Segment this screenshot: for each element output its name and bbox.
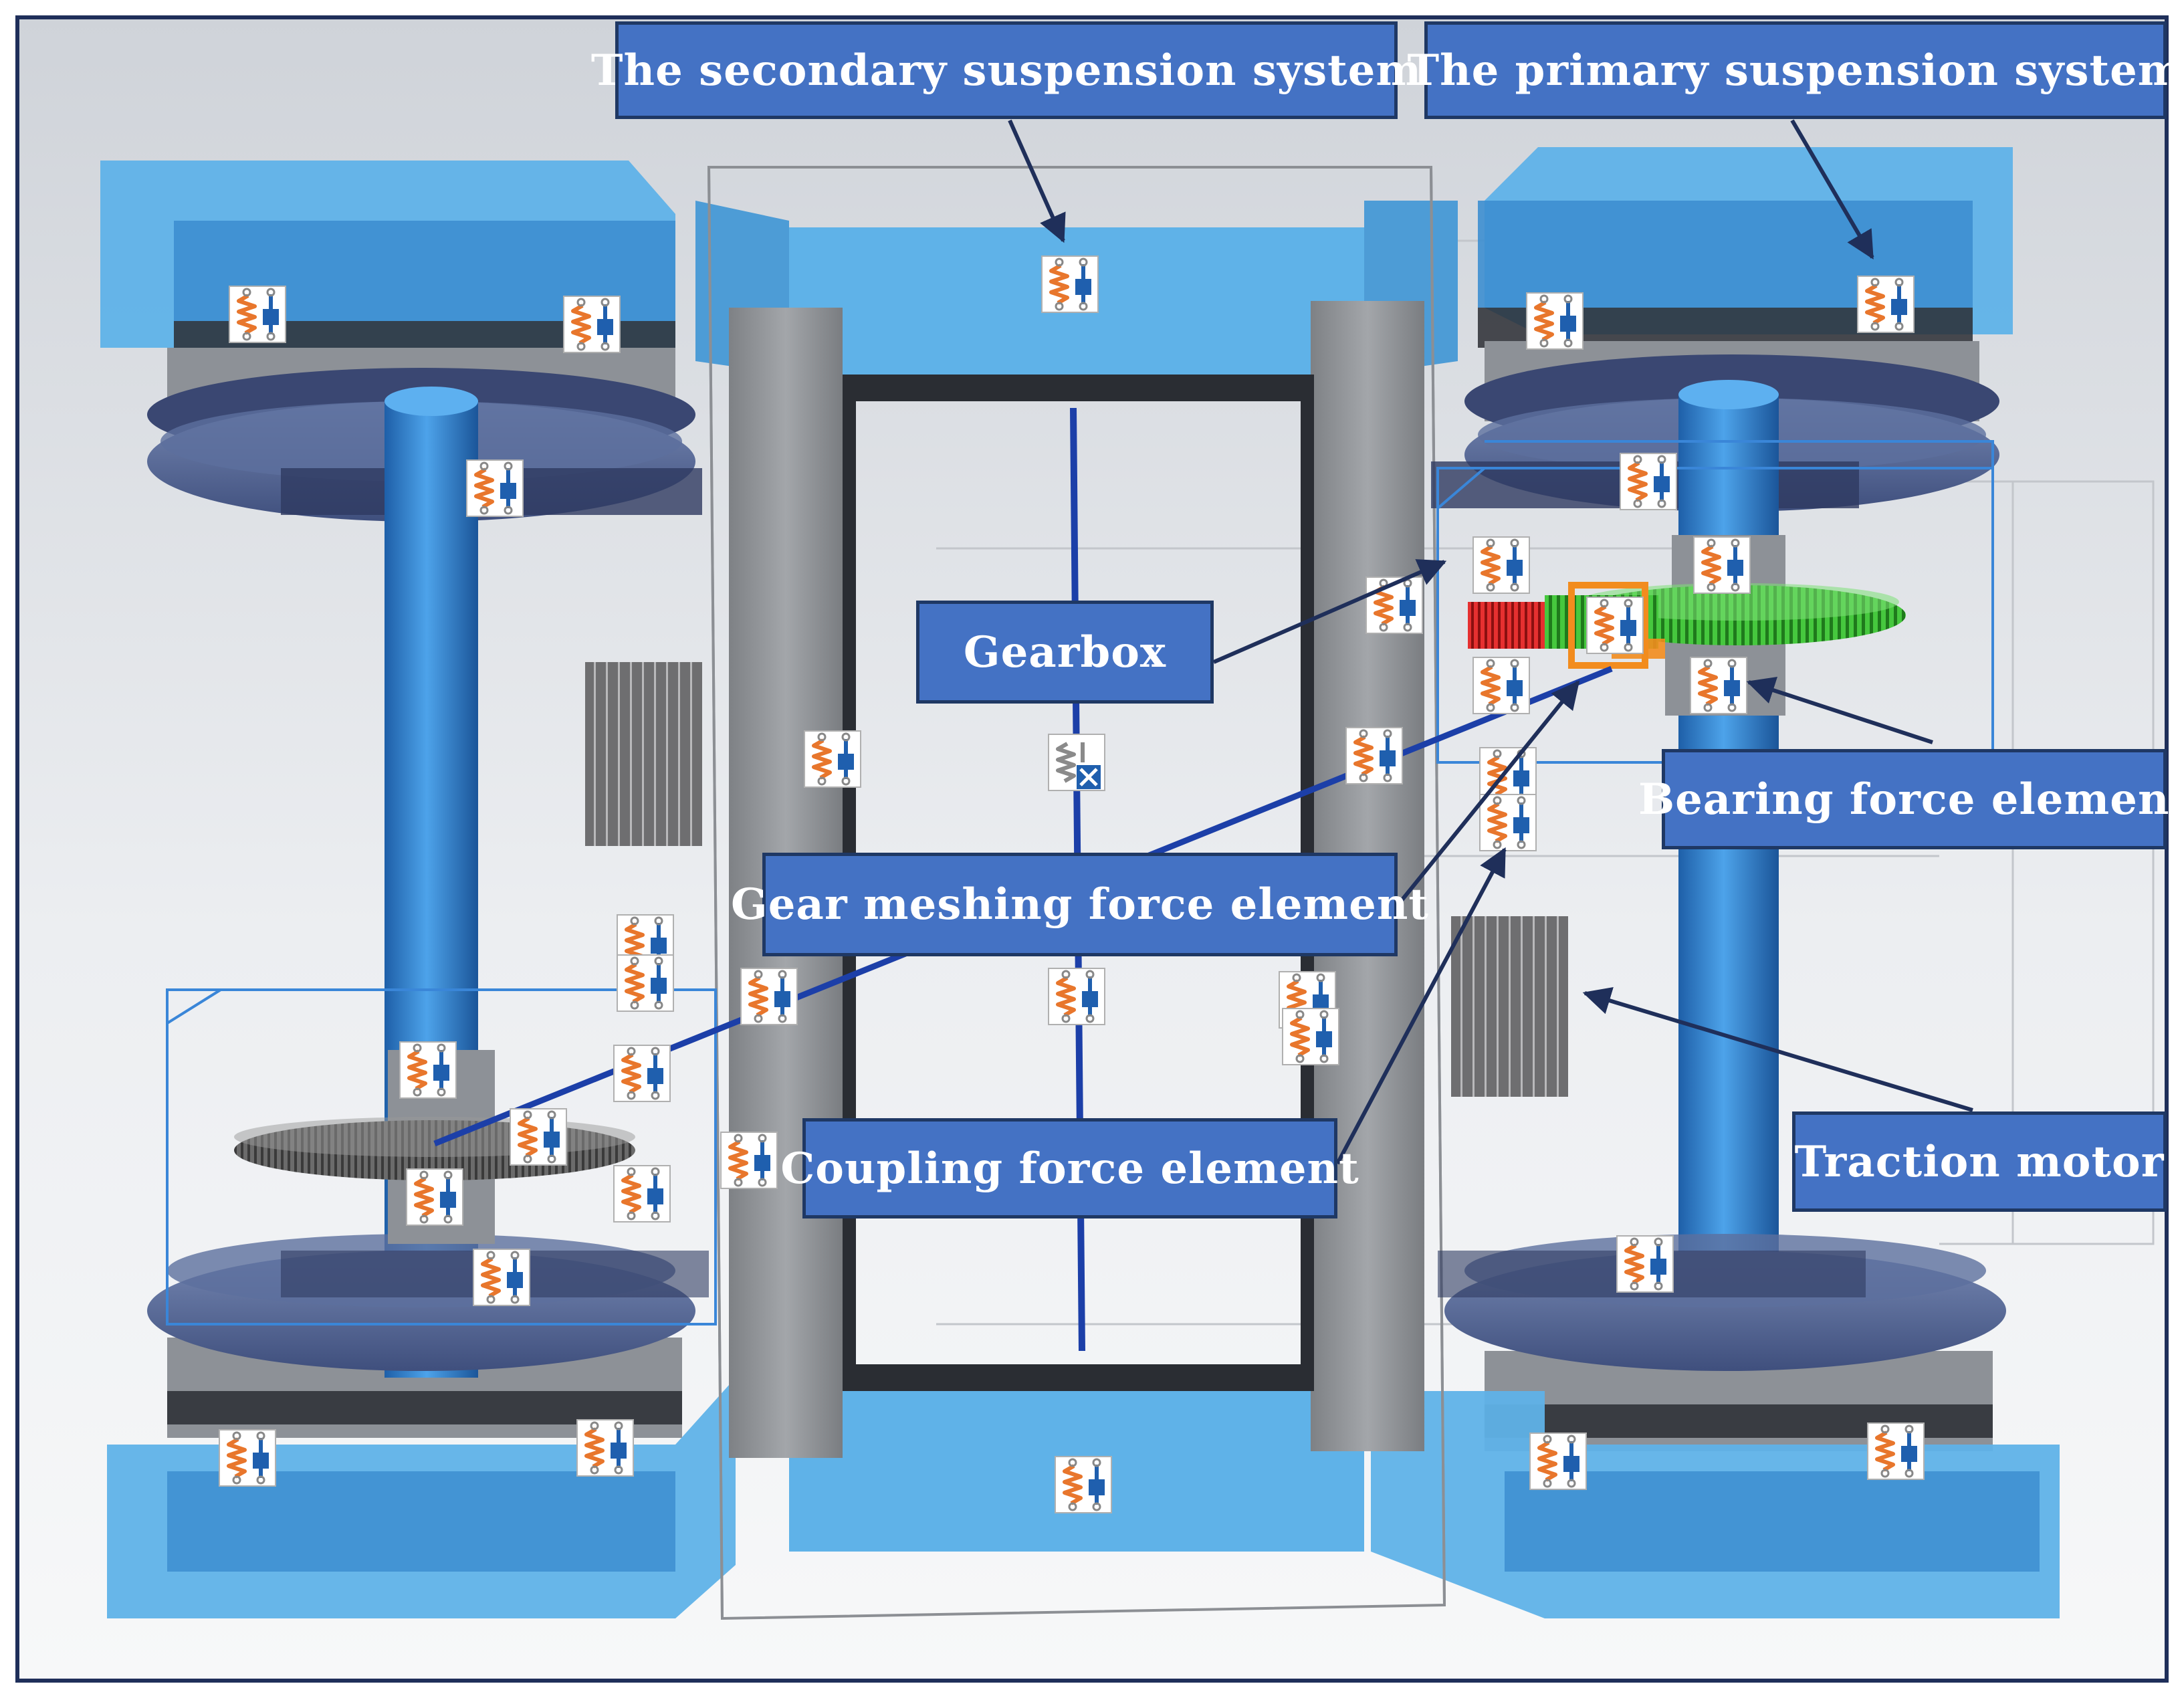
label-gear-meshing-force-element: Gear meshing force element xyxy=(731,853,1428,956)
left-gearbox-wireframe-depth xyxy=(166,988,717,1025)
spring-damper-icon xyxy=(1868,1423,1924,1479)
spring-damper-icon xyxy=(1587,597,1643,653)
spring-damper-icon xyxy=(1055,1457,1111,1513)
figure-border xyxy=(15,15,2169,1683)
arrow-primary-suspension xyxy=(1790,119,1874,260)
spring-damper-icon xyxy=(1473,657,1529,714)
spring-damper-icon xyxy=(1042,256,1098,312)
spring-damper-icon xyxy=(1617,1236,1673,1292)
arrow-gearbox xyxy=(1212,559,1447,664)
right-gearbox-wireframe-depth xyxy=(1436,440,1994,510)
spring-damper-icon xyxy=(1473,537,1529,593)
frame-wireframe xyxy=(707,166,1446,1620)
bogie-frame-crossbeams xyxy=(695,201,1458,1552)
spring-damper-icon xyxy=(1346,728,1402,784)
spring-damper-icon xyxy=(741,968,797,1025)
right-axlebox-lower xyxy=(1371,1351,2060,1618)
right-wheelset xyxy=(1431,354,2006,1371)
arrow-bearing-force xyxy=(1746,677,1933,744)
label-primary-suspension: The primary suspension system xyxy=(1408,21,2183,119)
spring-damper-icon xyxy=(219,1430,276,1486)
spring-damper-icon xyxy=(1530,1433,1586,1489)
spring-damper-icon xyxy=(1620,453,1676,510)
spring-damper-icon xyxy=(614,1045,670,1101)
spring-damper-icon xyxy=(577,1420,633,1476)
spring-damper-icon xyxy=(721,1132,777,1188)
arrow-gear-meshing xyxy=(1392,680,1580,911)
spring-damper-icon xyxy=(400,1042,456,1098)
spring-damper-icon xyxy=(804,731,861,787)
left-axlebox-lower xyxy=(107,1338,736,1618)
label-coupling-force-element: Coupling force element xyxy=(780,1118,1359,1218)
spring-damper-icon xyxy=(229,286,286,342)
spring-damper-icon xyxy=(407,1169,463,1225)
arrow-traction-motor xyxy=(1582,987,1973,1112)
label-bearing-force-element: Bearing force element xyxy=(1638,749,2184,849)
spring-damper-icon xyxy=(1858,276,1914,332)
annotation-arrows xyxy=(1008,119,1973,1165)
label-gearbox: Gearbox xyxy=(916,601,1214,704)
label-secondary-suspension: The secondary suspension system xyxy=(591,21,1421,119)
right-traction-motor xyxy=(1451,916,1568,1097)
spring-damper-icon xyxy=(1049,968,1105,1025)
left-traction-motor xyxy=(585,662,702,846)
spring-damper-icon xyxy=(1480,794,1536,851)
spring-damper-icon xyxy=(1694,537,1750,593)
arrow-coupling-force xyxy=(1335,847,1507,1165)
left-gearbox-wireframe xyxy=(166,988,717,1325)
spring-damper-icon xyxy=(1690,657,1747,714)
spring-damper-icon xyxy=(510,1109,566,1165)
arrow-secondary-suspension xyxy=(1008,119,1066,243)
spring-damper-icon xyxy=(614,1166,670,1222)
label-traction-motor: Traction motor xyxy=(1792,1111,2167,1212)
spring-damper-icon xyxy=(564,296,620,352)
spring-damper-icon xyxy=(1527,293,1583,349)
spring-damper-icon xyxy=(617,955,673,1011)
gearbox-highlight xyxy=(1568,582,1648,669)
spring-damper-disabled-icon xyxy=(1049,734,1105,790)
spring-damper-icon xyxy=(467,460,523,516)
spring-damper-icon xyxy=(1283,1009,1339,1065)
spring-damper-icon xyxy=(473,1249,530,1305)
